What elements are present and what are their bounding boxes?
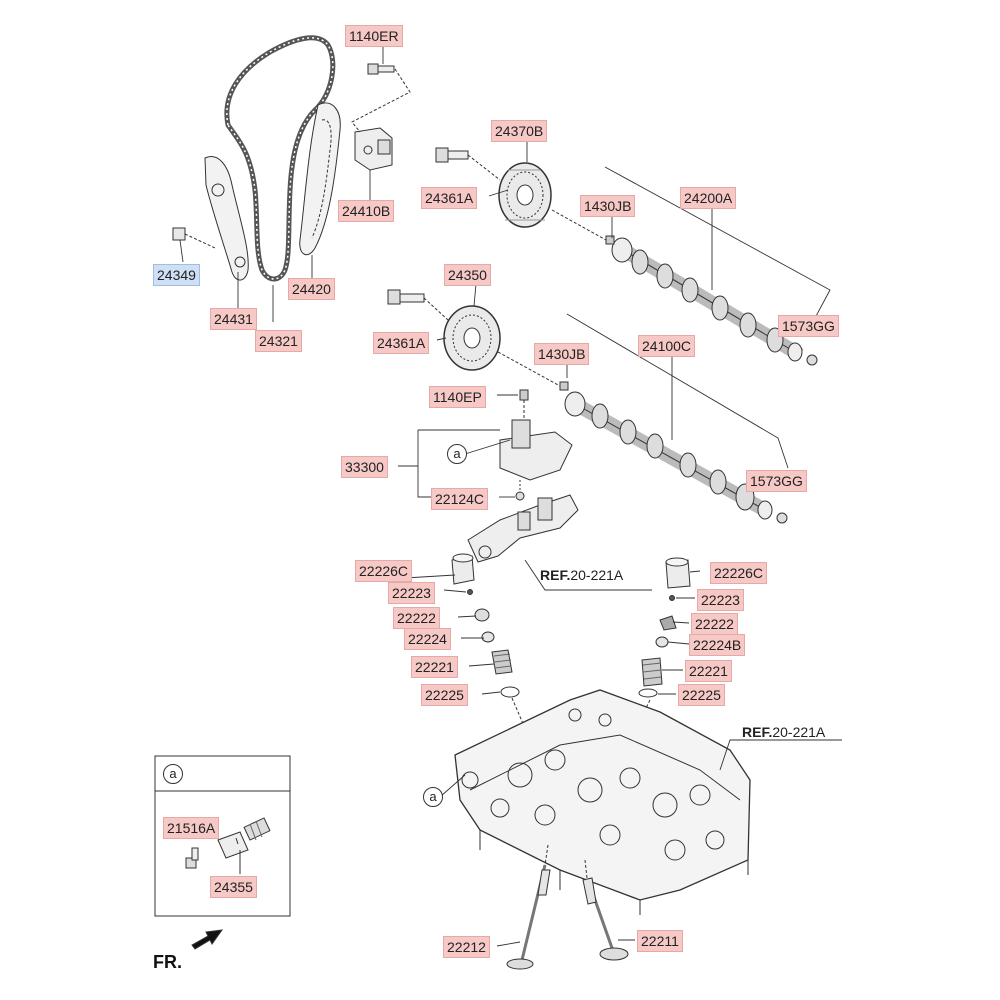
- part-label-24321[interactable]: 24321: [255, 330, 302, 352]
- chain-tensioner-24410B: [354, 127, 393, 171]
- part-label-22222-right[interactable]: 22222: [691, 613, 738, 635]
- part-label-24410B[interactable]: 24410B: [338, 200, 395, 222]
- part-label-22221-left[interactable]: 22221: [411, 656, 458, 678]
- part-label-22225-right[interactable]: 22225: [678, 684, 725, 706]
- part-label-24361A-mid[interactable]: 24361A: [373, 332, 430, 354]
- tensioner-arm-24431: [204, 156, 249, 281]
- leader-lines: [179, 45, 842, 947]
- part-label-24350[interactable]: 24350: [444, 264, 491, 286]
- bolt-24361A-top: [435, 147, 501, 181]
- timing-chain-24321: [224, 35, 336, 282]
- part-label-1140ER[interactable]: 1140ER: [345, 25, 403, 47]
- part-label-22224B[interactable]: 22224B: [689, 634, 746, 656]
- camshaft-24100C: [497, 351, 788, 524]
- camshaft-24200A: [551, 209, 818, 366]
- callout-a-upper: a: [447, 444, 467, 464]
- valve-train-right: [638, 557, 691, 721]
- front-direction-label: FR.: [153, 952, 182, 972]
- callout-a-inset: a: [163, 764, 183, 784]
- part-label-22222-left[interactable]: 22222: [393, 607, 440, 629]
- ref-prefix: REF.: [540, 567, 571, 583]
- part-label-24200A[interactable]: 24200A: [680, 187, 737, 209]
- part-label-24370B[interactable]: 24370B: [491, 120, 548, 142]
- ref-number: 20-221A: [570, 567, 624, 583]
- exhaust-valve-22212: [506, 844, 551, 970]
- callout-a-lower: a: [423, 787, 443, 807]
- part-label-22124C[interactable]: 22124C: [431, 488, 489, 510]
- sprocket-24350: [443, 305, 501, 371]
- part-label-22226C-left[interactable]: 22226C: [355, 560, 413, 582]
- ref-label-lower[interactable]: REF.20-221A: [742, 724, 825, 740]
- part-label-1573GG-mid[interactable]: 1573GG: [746, 470, 807, 492]
- part-label-24349[interactable]: 24349: [153, 264, 200, 286]
- part-label-33300[interactable]: 33300: [341, 456, 388, 478]
- part-label-22225-left[interactable]: 22225: [421, 684, 468, 706]
- part-label-24100C[interactable]: 24100C: [638, 335, 696, 357]
- part-label-22223-left[interactable]: 22223: [388, 582, 435, 604]
- part-label-1430JB-mid[interactable]: 1430JB: [534, 343, 590, 365]
- part-label-24361A-top[interactable]: 24361A: [421, 187, 478, 209]
- part-label-22212[interactable]: 22212: [443, 936, 490, 958]
- part-label-1573GG-top[interactable]: 1573GG: [778, 315, 839, 337]
- oil-control-valve-33300: [499, 389, 573, 501]
- cvvt-bolt-21516A: [185, 847, 199, 869]
- bolt-1140ER: [351, 63, 411, 133]
- part-label-24420[interactable]: 24420: [288, 278, 335, 300]
- cylinder-head: [454, 689, 751, 915]
- ref-label-upper[interactable]: REF.20-221A: [540, 567, 623, 583]
- intake-valve-22211: [582, 859, 629, 961]
- part-label-1430JB-top[interactable]: 1430JB: [580, 195, 636, 217]
- bolt-24361A-mid: [387, 289, 449, 321]
- part-label-24431[interactable]: 24431: [210, 308, 257, 330]
- part-label-22224[interactable]: 22224: [404, 628, 451, 650]
- bolt-24349: [172, 227, 216, 249]
- part-label-22226C-right[interactable]: 22226C: [710, 562, 768, 584]
- ref-prefix: REF.: [742, 724, 773, 740]
- valve-train-left: [451, 553, 546, 776]
- sprocket-24370B: [498, 162, 552, 228]
- part-label-1140EP[interactable]: 1140EP: [429, 386, 486, 408]
- ref-number: 20-221A: [772, 724, 826, 740]
- front-direction-arrow: [191, 929, 224, 950]
- part-label-22211[interactable]: 22211: [637, 930, 683, 952]
- part-label-22221-right[interactable]: 22221: [685, 660, 732, 682]
- part-label-24355[interactable]: 24355: [210, 876, 257, 898]
- part-label-21516A[interactable]: 21516A: [163, 817, 220, 839]
- cam-bracket: [467, 494, 579, 563]
- part-label-22223-right[interactable]: 22223: [697, 589, 744, 611]
- chain-guide-24420: [299, 102, 341, 256]
